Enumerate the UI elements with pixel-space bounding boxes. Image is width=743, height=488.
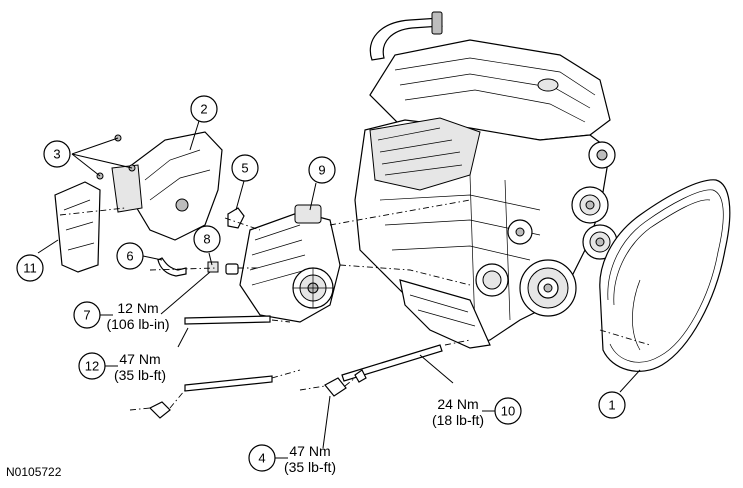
torque-value-imperial: (106 lb-in)	[106, 316, 169, 332]
callout-1: 1	[598, 391, 626, 419]
alternator-cable	[157, 257, 187, 277]
alternator-bolts	[148, 315, 443, 419]
alternator-nut	[227, 207, 245, 229]
callout-number: 11	[23, 261, 37, 276]
callout-number: 2	[200, 102, 207, 117]
callout-number: 6	[126, 249, 133, 264]
torque-value-nm: 24 Nm	[437, 396, 478, 412]
torque-value-nm: 47 Nm	[119, 351, 160, 367]
centerlines	[59, 199, 651, 411]
callout-3: 3	[43, 140, 71, 168]
callout-number: 8	[203, 232, 210, 247]
callout-number: 7	[83, 308, 90, 323]
leader-lines	[37, 120, 641, 449]
callout-5: 5	[231, 154, 259, 182]
air-duct	[54, 181, 101, 273]
callout-number: 5	[241, 161, 248, 176]
callout-12: 12 47 Nm (35 lb-ft)	[78, 351, 166, 383]
alternator-heat-shield	[111, 131, 223, 241]
torque-value-imperial: (35 lb-ft)	[114, 367, 166, 383]
callout-number: 10	[501, 404, 515, 419]
callout-number: 1	[608, 398, 615, 413]
callout-7: 7 12 Nm (106 lb-in)	[73, 300, 170, 332]
torque-value-nm: 47 Nm	[289, 443, 330, 459]
callout-9: 9	[308, 156, 336, 184]
callout-number: 12	[85, 359, 99, 374]
torque-value-imperial: (35 lb-ft)	[284, 459, 336, 475]
callout-number: 4	[258, 451, 265, 466]
torque-value-nm: 12 Nm	[117, 300, 158, 316]
figure-code: N0105722	[6, 465, 62, 479]
b-plus-terminal-nut	[207, 261, 239, 275]
callout-2: 2	[190, 95, 218, 123]
callout-8: 8	[193, 225, 221, 253]
callout-10: 10 24 Nm (18 lb-ft)	[432, 396, 522, 428]
callout-number: 9	[318, 163, 325, 178]
engine-assembly	[354, 11, 618, 349]
callout-number: 3	[53, 147, 60, 162]
torque-value-imperial: (18 lb-ft)	[432, 412, 484, 428]
drive-belt	[599, 179, 731, 372]
callout-11: 11	[16, 254, 44, 282]
alternator	[239, 204, 341, 323]
callout-4: 4 47 Nm (35 lb-ft)	[248, 443, 336, 475]
callout-6: 6	[116, 242, 144, 270]
